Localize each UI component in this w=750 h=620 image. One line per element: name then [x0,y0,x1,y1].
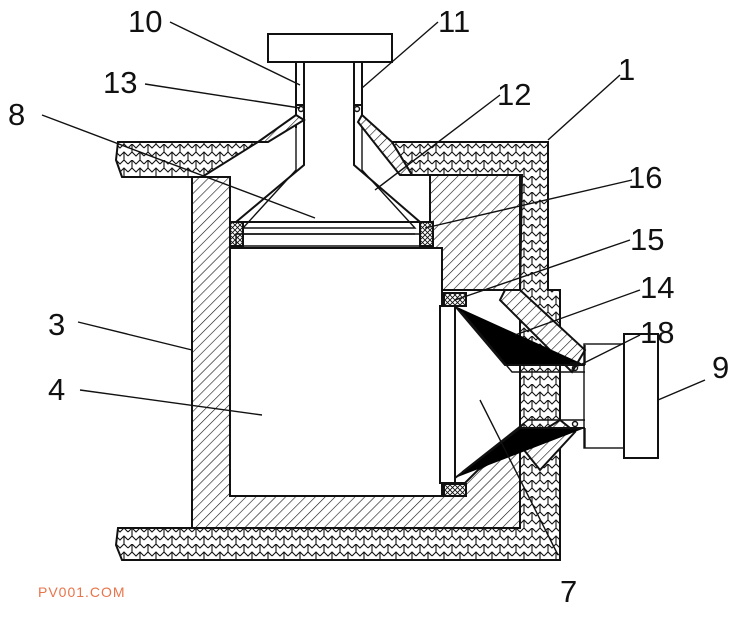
label-14: 14 [640,270,674,305]
leader-lines [41,21,706,556]
block-16 [429,174,521,291]
label-16: 16 [628,160,662,195]
watermark: PV001.COM [38,584,126,600]
label-18: 18 [640,315,674,350]
label-8: 8 [8,97,25,132]
label-9: 9 [712,350,729,385]
label-1: 1 [618,52,635,87]
label-11: 11 [438,4,470,39]
label-15: 15 [630,222,664,257]
top-cone [254,113,414,176]
side-funnel [439,305,659,484]
label-4: 4 [48,372,65,407]
label-12: 12 [497,77,531,112]
label-3: 3 [48,307,65,342]
top-funnel [233,33,423,247]
chamber-4 [229,247,443,497]
callout-labels: 10 11 13 8 12 1 16 15 14 18 9 3 4 7 [8,4,729,609]
label-13: 13 [103,65,137,100]
label-10: 10 [128,4,162,39]
label-7: 7 [560,574,577,609]
